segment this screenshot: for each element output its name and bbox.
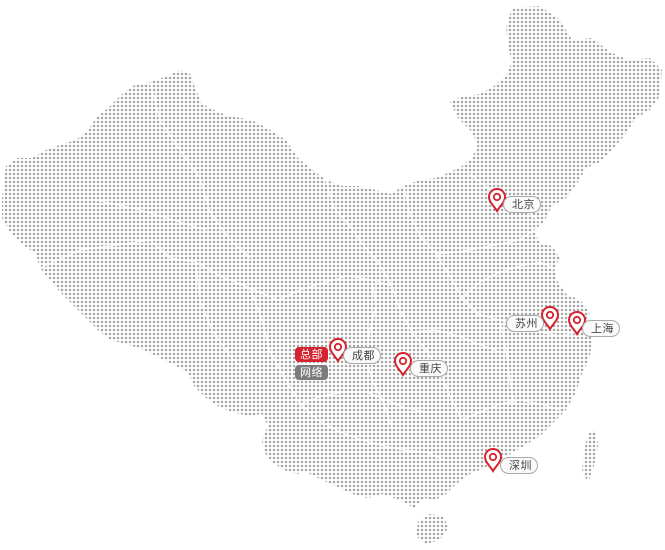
province-borders bbox=[39, 81, 613, 461]
city-label-shenzhen[interactable]: 深圳 bbox=[500, 457, 538, 474]
city-label-chengdu[interactable]: 成都 bbox=[343, 347, 381, 364]
hainan-shape bbox=[416, 514, 448, 544]
map-pin-icon-beijing[interactable] bbox=[487, 188, 507, 213]
map-pin-icon-chengdu[interactable] bbox=[328, 338, 348, 363]
network-badge: 网络 bbox=[295, 365, 328, 380]
city-label-chongqing[interactable]: 重庆 bbox=[410, 360, 448, 377]
taiwan-shape bbox=[582, 430, 598, 482]
city-label-suzhou[interactable]: 苏州 bbox=[506, 315, 544, 332]
map-pin-icon-chongqing[interactable] bbox=[393, 352, 413, 377]
mainland-shape bbox=[2, 6, 662, 508]
city-label-beijing[interactable]: 北京 bbox=[503, 196, 541, 213]
map-pin-icon-shenzhen[interactable] bbox=[483, 448, 503, 473]
hq-badge: 总部 bbox=[295, 347, 328, 362]
city-label-shanghai[interactable]: 上海 bbox=[582, 320, 620, 337]
pins-layer bbox=[328, 188, 587, 473]
map-pin-icon-suzhou[interactable] bbox=[540, 306, 560, 331]
